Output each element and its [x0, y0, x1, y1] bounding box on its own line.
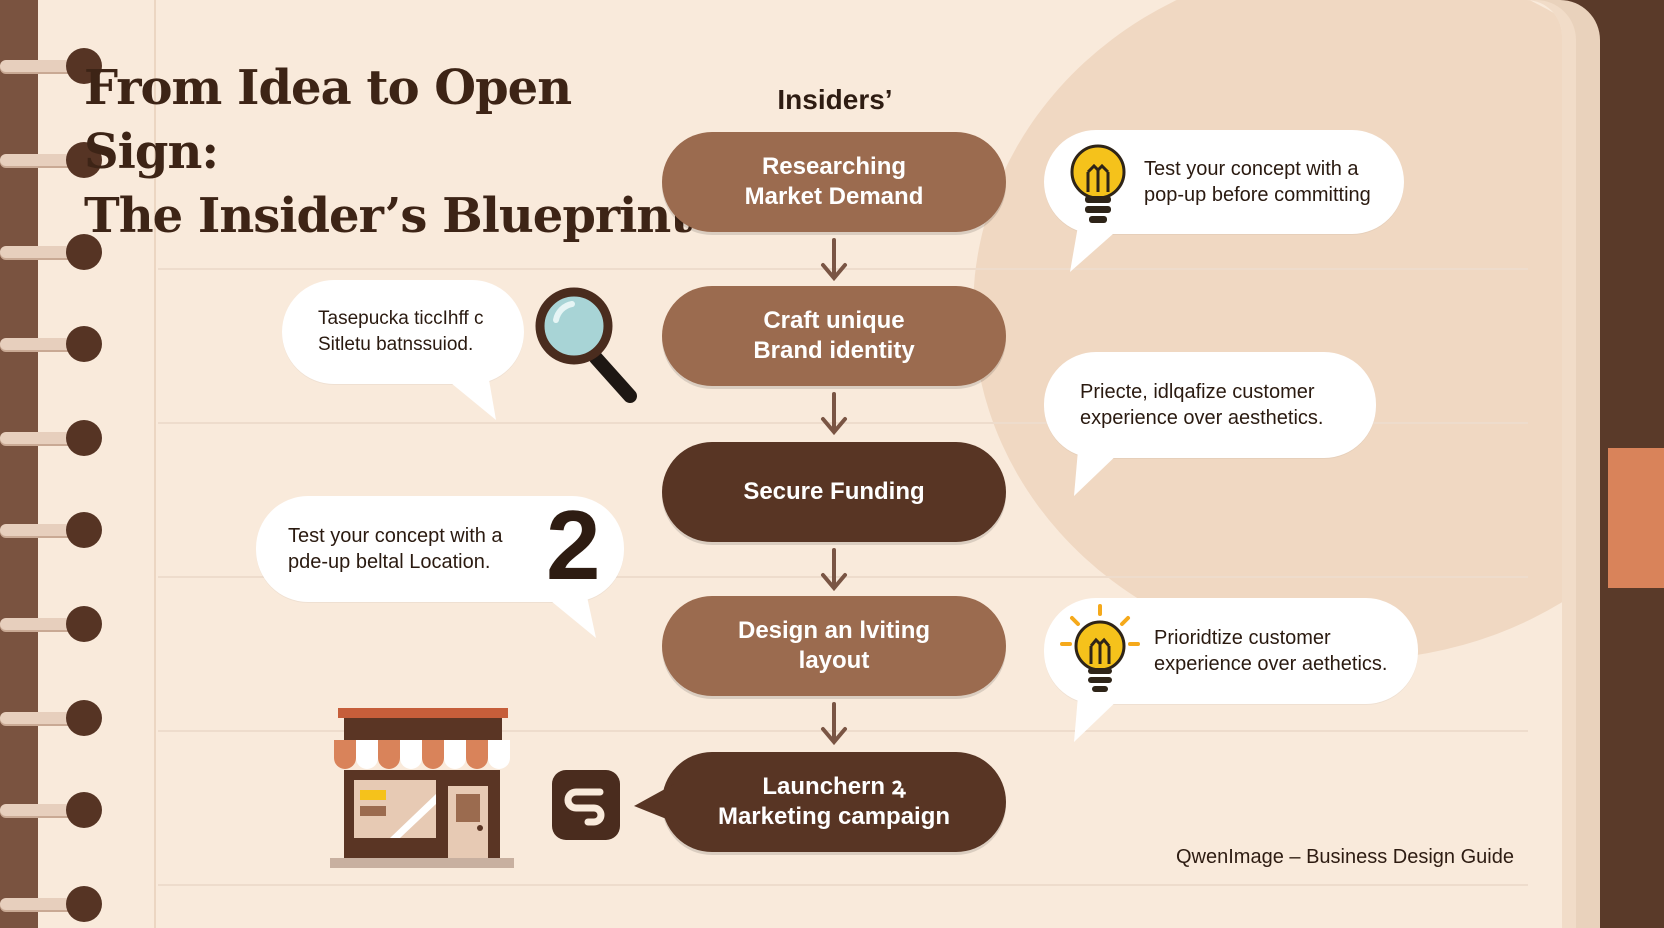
- bubble-tail: [1074, 696, 1122, 742]
- bubble-tail: [1074, 450, 1122, 496]
- tip-text: Priecte, idlqafize customer experience o…: [1080, 381, 1324, 429]
- bubble-tail: [634, 784, 674, 822]
- tip-bubble-right-bottom: Prioridtize customer experience over aet…: [1044, 598, 1418, 704]
- step-craft-brand-identity: Craft unique Brand identity: [662, 286, 1006, 386]
- arrow-down-icon: [821, 392, 847, 436]
- bookmark-tab: [1608, 448, 1664, 588]
- spiral-ring: [0, 510, 110, 550]
- lightbulb-icon: [1060, 604, 1140, 692]
- storefront-icon: [330, 708, 514, 868]
- bubble-tail: [1070, 226, 1122, 272]
- spiral-ring: [0, 790, 110, 830]
- spiral-ring: [0, 418, 110, 458]
- bubble-tail: [540, 592, 596, 638]
- spiral-ring: [0, 46, 110, 86]
- magnifier-icon: [535, 287, 637, 403]
- spiral-ring: [0, 884, 110, 924]
- tip-text: Prioridtize customer experience over aet…: [1154, 627, 1388, 675]
- spiral-ring: [0, 232, 110, 272]
- spiral-ring: [0, 140, 110, 180]
- ruled-line: [158, 884, 1528, 886]
- spiral-ring: [0, 698, 110, 738]
- step-secure-funding: Secure Funding: [662, 442, 1006, 542]
- spiral-ring: [0, 324, 110, 364]
- lightbulb-icon: [1070, 144, 1126, 223]
- arrow-down-icon: [821, 548, 847, 592]
- step-design-layout: Design an lviting layout: [662, 596, 1006, 696]
- page-title: From Idea to Open Sign: The Insider’s Bl…: [84, 60, 692, 244]
- step-launch-marketing: Launchern ꝝ Marketing campaign: [662, 752, 1006, 852]
- tip-bubble-right-middle: Priecte, idlqafize customer experience o…: [1044, 352, 1376, 458]
- footer-credit: QwenImage – Business Design Guide: [1176, 846, 1514, 868]
- margin-line: [154, 0, 156, 928]
- tip-text: Test your concept with a pde-up beltal L…: [288, 525, 503, 573]
- chat-logo-icon: [552, 770, 620, 840]
- bubble-tail: [440, 374, 496, 420]
- tip-bubble-left-upper: Tasepucka ticcIhff c Sitletu batnssuiod.: [282, 280, 524, 384]
- tip-bubble-left-lower: Test your concept with a pde-up beltal L…: [256, 496, 624, 602]
- flow-label: Insiders’: [777, 84, 893, 115]
- arrow-down-icon: [821, 702, 847, 746]
- step-research-market-demand: Researching Market Demand: [662, 132, 1006, 232]
- spiral-ring: [0, 604, 110, 644]
- tip-text: Test your concept with a pop-up before c…: [1144, 158, 1371, 206]
- arrow-down-icon: [821, 238, 847, 282]
- step-number-badge: 2: [546, 490, 601, 600]
- background-circle: [973, 0, 1562, 660]
- tip-text: Tasepucka ticcIhff c Sitletu batnssuiod.: [318, 308, 484, 355]
